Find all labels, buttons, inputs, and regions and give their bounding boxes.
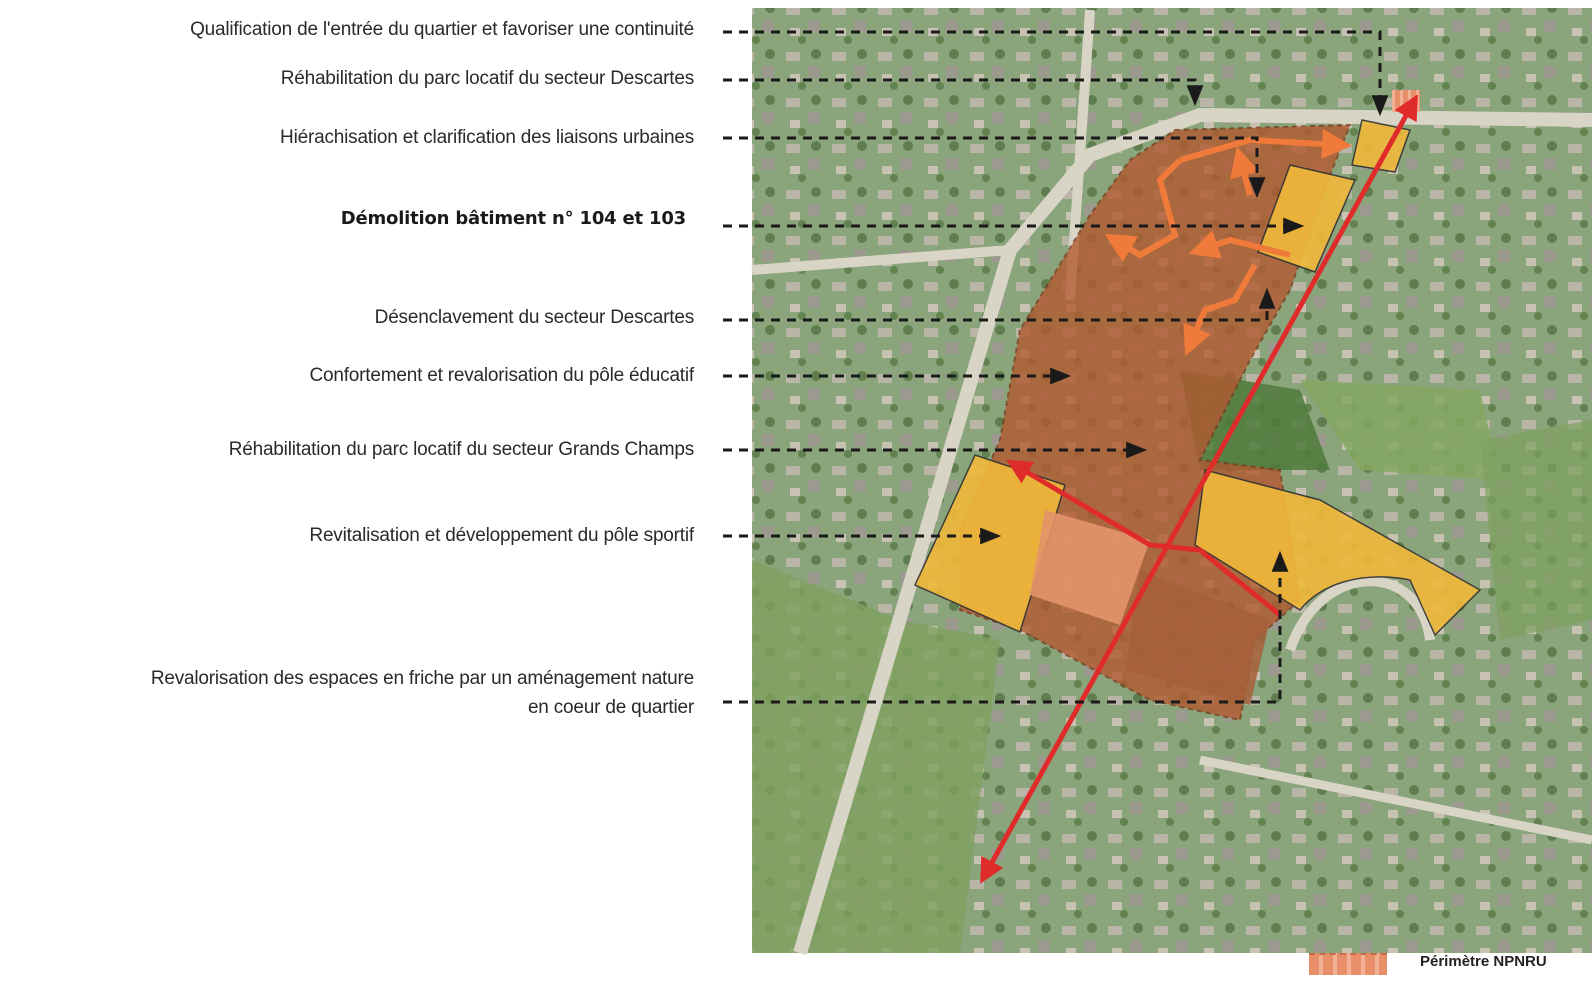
leader-desenclavement bbox=[723, 287, 1276, 322]
label-rehab-grands-champs: Réhabilitation du parc locatif du secteu… bbox=[228, 439, 695, 460]
label-rehab-descartes: Réhabilitation du parc locatif du secteu… bbox=[280, 68, 695, 89]
label-demolition: Démolition bâtiment n° 104 et 103 bbox=[340, 208, 686, 229]
label-pole-educatif: Confortement et revalorisation du pôle é… bbox=[309, 365, 694, 386]
leader-liaisons bbox=[723, 136, 1266, 199]
hatch-entree bbox=[1392, 90, 1420, 112]
label-friche-line2: en coeur de quartier bbox=[527, 697, 694, 718]
green-area bbox=[752, 560, 1000, 953]
label-pole-sportif: Revitalisation et développement du pôle … bbox=[309, 525, 694, 546]
red-link bbox=[1006, 459, 1282, 617]
leader-entree bbox=[723, 30, 1389, 117]
main-axis-arrow bbox=[980, 94, 1418, 884]
legend-perimeter-swatch bbox=[1309, 953, 1387, 975]
label-desenclavement: Désenclavement du secteur Descartes bbox=[374, 307, 695, 328]
leader-lines bbox=[723, 30, 1389, 704]
label-liaisons-urbaines: Hiérachisation et clarification des liai… bbox=[280, 127, 694, 148]
label-friche-line1: Revalorisation des espaces en friche par… bbox=[150, 668, 694, 689]
road bbox=[751, 245, 1011, 275]
green-area bbox=[1480, 420, 1592, 640]
legend-perimeter-label: Périmètre NPNRU bbox=[1420, 953, 1547, 970]
leader-descartes bbox=[723, 78, 1204, 107]
label-entree-quartier: Qualification de l'entrée du quartier et… bbox=[190, 19, 694, 40]
